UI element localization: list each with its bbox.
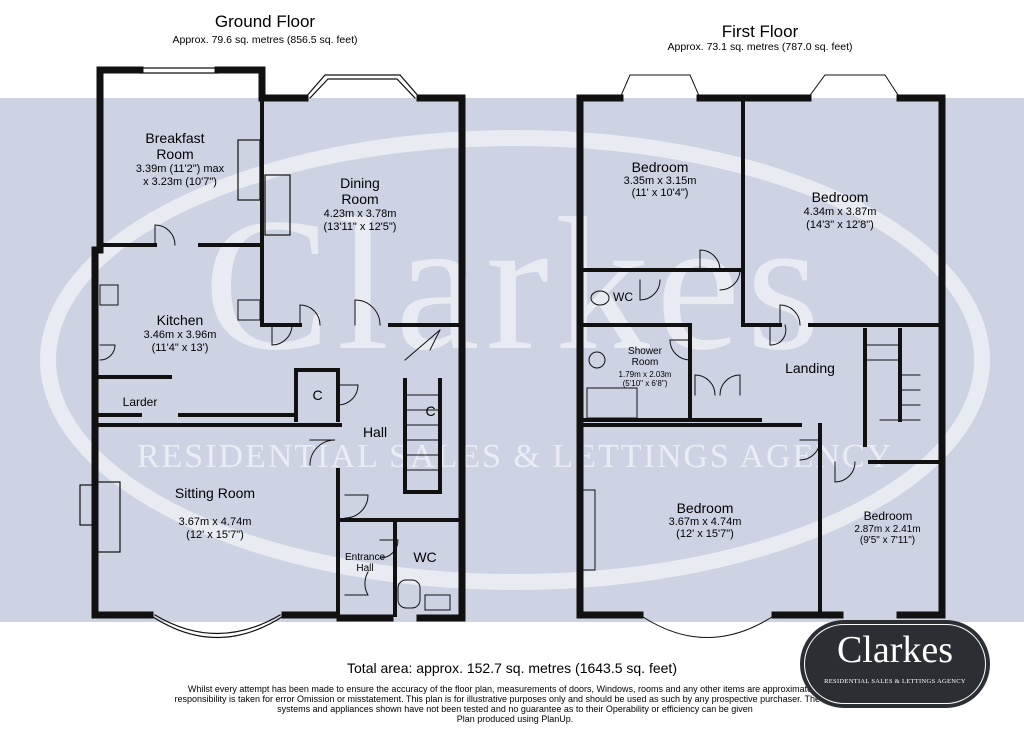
shower-room-name: Shower Room <box>628 346 662 368</box>
bedroom1-name: Bedroom <box>631 159 689 175</box>
bedroom1-dim2: (11' x 10'4") <box>631 187 689 199</box>
ground-floor-area: Approx. 79.6 sq. metres (856.5 sq. feet) <box>172 34 358 46</box>
ground-wc-label: WC <box>413 549 437 565</box>
cupboard-label-2: C <box>425 403 436 419</box>
ground-floor-walls <box>91 66 466 622</box>
bedroom4-dim2: (9'5" x 7'11") <box>859 535 916 546</box>
breakfast-room-name: Breakfast Room <box>145 130 205 162</box>
dining-room-dim1: 4.23m x 3.78m <box>323 208 397 220</box>
first-wc-label: WC <box>613 290 633 304</box>
breakfast-room-dim2: x 3.23m (10'7") <box>143 176 217 188</box>
larder-label: Larder <box>122 395 158 409</box>
kitchen-name: Kitchen <box>156 312 204 328</box>
first-floor-area: Approx. 73.1 sq. metres (787.0 sq. feet) <box>667 41 853 53</box>
kitchen-dim1: 3.46m x 3.96m <box>143 329 217 341</box>
first-floor-title: First Floor <box>721 22 799 41</box>
hall-label: Hall <box>362 424 388 440</box>
logo-border <box>804 624 986 704</box>
landing-label: Landing <box>785 360 835 376</box>
clarkes-logo: Clarkes RESIDENTIAL SALES & LETTINGS AGE… <box>800 620 990 708</box>
breakfast-room-dim1: 3.39m (11'2") max <box>135 163 225 175</box>
bedroom1-dim1: 3.35m x 3.15m <box>623 175 697 187</box>
logo-tagline: RESIDENTIAL SALES & LETTINGS AGENCY <box>824 678 966 685</box>
sitting-room-dim1: 3.67m x 4.74m <box>178 516 252 528</box>
kitchen-dim2: (11'4" x 13') <box>151 342 209 354</box>
bedroom3-name: Bedroom <box>676 500 734 516</box>
cupboard-label-1: C <box>312 387 323 403</box>
watermark-name: Clarkes <box>203 180 827 390</box>
dining-room-dim2: (13'11" x 12'5") <box>323 221 397 233</box>
watermark-tagline: RESIDENTIAL SALES & LETTINGS AGENCY <box>136 438 894 475</box>
produced-by: Plan produced using PlanUp. <box>456 714 574 724</box>
sitting-room-name: Sitting Room <box>174 485 256 501</box>
bedroom3-dim1: 3.67m x 4.74m <box>668 516 742 528</box>
bedroom4-dim1: 2.87m x 2.41m <box>854 524 921 535</box>
dining-room-name: Dining Room <box>340 175 380 207</box>
bedroom2-dim1: 4.34m x 3.87m <box>803 206 877 218</box>
first-floor-walls <box>576 94 946 619</box>
shower-room-dim2: (5'10" x 6'8") <box>622 379 668 388</box>
total-area: Total area: approx. 152.7 sq. metres (16… <box>347 660 677 676</box>
disclaimer-text: Whilst every attempt has been made to en… <box>174 684 856 714</box>
shower-room-dim1: 1.79m x 2.03m <box>618 370 672 379</box>
bedroom2-dim2: (14'3" x 12'8") <box>806 219 874 231</box>
bedroom4-name: Bedroom <box>863 509 913 523</box>
bedroom2-name: Bedroom <box>811 189 869 205</box>
bedroom3-dim2: (12' x 15'7") <box>676 528 734 540</box>
logo-name: Clarkes <box>836 629 954 671</box>
ground-floor-title: Ground Floor <box>214 12 316 31</box>
entrance-hall-label: Entrance Hall <box>344 552 386 574</box>
disclaimer: Whilst every attempt has been made to en… <box>170 684 860 724</box>
sitting-room-dim2: (12' x 15'7") <box>186 529 244 541</box>
